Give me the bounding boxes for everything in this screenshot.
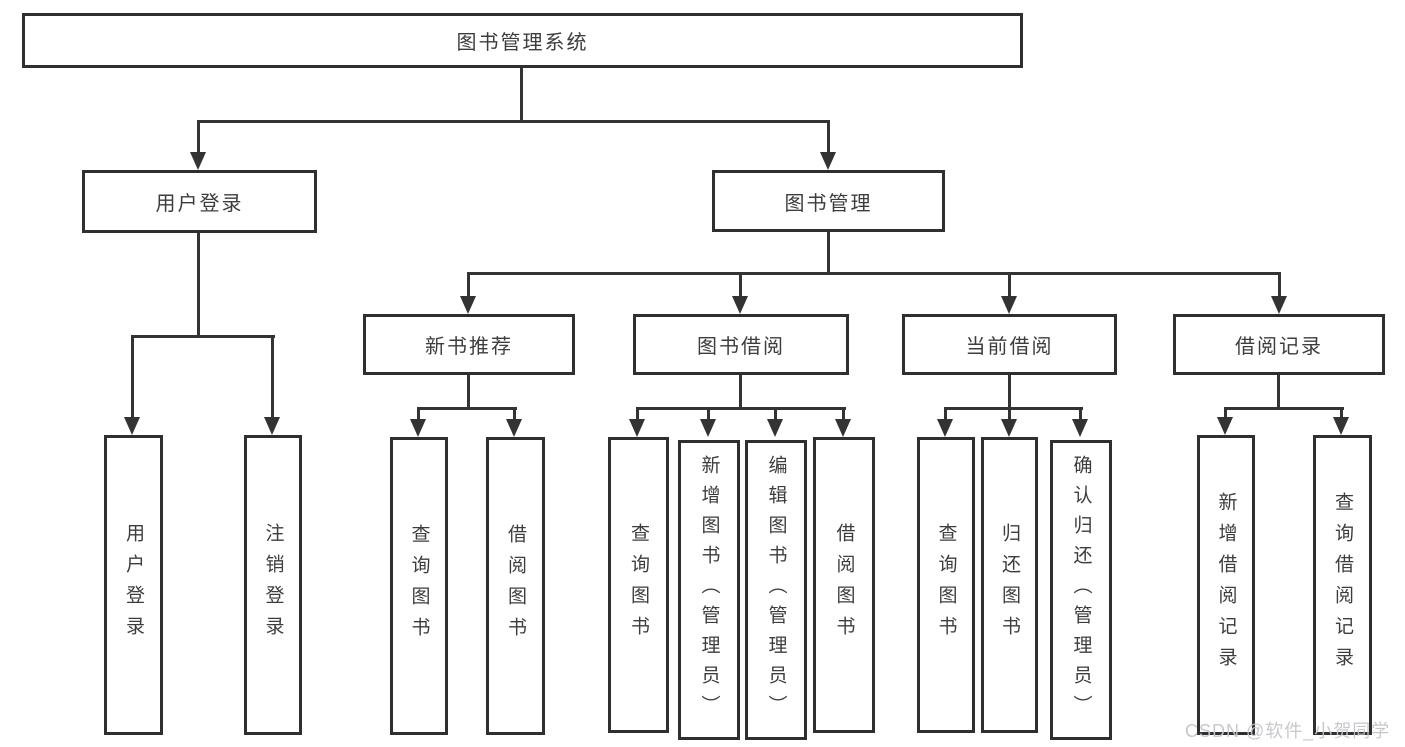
edge-line <box>467 272 470 298</box>
edge-line <box>636 407 639 421</box>
leaf-label: 查询借阅记录 <box>1332 492 1353 678</box>
edge-line <box>467 375 470 409</box>
arrowhead-down-icon <box>835 419 851 437</box>
arrowhead-down-icon <box>700 419 716 437</box>
edge-line <box>467 272 1281 275</box>
leaf-label: 查询图书 <box>935 523 957 647</box>
node-user-login: 用户登录 <box>82 170 317 233</box>
leaf-label: 注销登录 <box>262 523 284 647</box>
arrowhead-down-icon <box>506 419 522 437</box>
arrowhead-down-icon <box>124 417 140 435</box>
leaf-return-book: 归还图书 <box>981 437 1038 733</box>
edge-line <box>1079 407 1082 421</box>
leaf-label: 确认归还（管理员） <box>1070 455 1092 725</box>
arrowhead-down-icon <box>1217 417 1233 435</box>
leaf-label: 新增借阅记录 <box>1215 492 1237 678</box>
edge-line <box>1008 375 1011 409</box>
arrowhead-down-icon <box>1072 419 1088 437</box>
leaf-confirm-return-admin: 确认归还（管理员） <box>1050 440 1112 740</box>
leaf-label: 用户登录 <box>123 523 144 647</box>
leaf-query-book-2: 查询图书 <box>608 437 669 733</box>
edge-line <box>827 120 830 154</box>
leaf-logout: 注销登录 <box>244 435 302 735</box>
node-book-management: 图书管理 <box>712 170 945 232</box>
leaf-add-book-admin: 新增图书（管理员） <box>678 440 740 740</box>
edge-line <box>944 407 1083 410</box>
leaf-borrow-book-2: 借阅图书 <box>813 437 875 733</box>
arrowhead-down-icon <box>1001 419 1017 437</box>
arrowhead-down-icon <box>1333 417 1349 435</box>
leaf-label: 编辑图书（管理员） <box>765 455 787 725</box>
node-book-borrow: 图书借阅 <box>633 314 849 375</box>
arrowhead-down-icon <box>820 152 836 170</box>
leaf-label: 借阅图书 <box>505 524 526 648</box>
node-root-system: 图书管理系统 <box>22 13 1023 68</box>
edge-line <box>197 120 830 123</box>
edge-line <box>271 335 274 419</box>
edge-line <box>197 233 200 337</box>
edge-line <box>739 272 742 298</box>
arrowhead-down-icon <box>460 296 476 314</box>
leaf-label: 归还图书 <box>999 523 1020 647</box>
arrowhead-down-icon <box>410 419 426 437</box>
arrowhead-down-icon <box>1001 296 1017 314</box>
edge-line <box>739 375 742 409</box>
node-borrow-record: 借阅记录 <box>1173 314 1385 375</box>
leaf-label: 新增图书（管理员） <box>698 455 720 725</box>
arrowhead-down-icon <box>1271 296 1287 314</box>
arrowhead-down-icon <box>264 417 280 435</box>
edge-line <box>827 232 830 274</box>
arrowhead-down-icon <box>937 419 953 437</box>
leaf-label: 借阅图书 <box>833 523 855 647</box>
leaf-edit-book-admin: 编辑图书（管理员） <box>745 440 807 740</box>
leaf-borrow-book-1: 借阅图书 <box>486 437 545 735</box>
leaf-add-borrow-record: 新增借阅记录 <box>1197 435 1255 735</box>
leaf-query-borrow-record: 查询借阅记录 <box>1313 435 1372 735</box>
arrowhead-down-icon <box>732 296 748 314</box>
node-current-borrow: 当前借阅 <box>902 314 1117 375</box>
edge-line <box>842 407 845 421</box>
edge-line <box>131 335 134 419</box>
edge-line <box>636 407 846 410</box>
csdn-watermark: CSDN @软件_小贺同学 <box>1185 721 1391 741</box>
node-new-book-recommend: 新书推荐 <box>363 314 575 375</box>
edge-line <box>520 68 523 122</box>
edge-line <box>1224 407 1344 410</box>
leaf-query-book-1: 查询图书 <box>390 437 448 735</box>
edge-line <box>513 407 516 421</box>
edge-line <box>1278 272 1281 298</box>
edge-line <box>417 407 420 421</box>
edge-line <box>707 407 710 421</box>
edge-line <box>774 407 777 421</box>
leaf-label: 查询图书 <box>408 524 430 648</box>
arrowhead-down-icon <box>190 152 206 170</box>
edge-line <box>1008 407 1011 421</box>
arrowhead-down-icon <box>629 419 645 437</box>
edge-line <box>131 335 275 338</box>
edge-line <box>1340 407 1343 419</box>
leaf-user-login: 用户登录 <box>104 435 163 735</box>
edge-line <box>944 407 947 421</box>
edge-line <box>197 120 200 154</box>
edge-line <box>1008 272 1011 298</box>
edge-line <box>417 407 517 410</box>
leaf-label: 查询图书 <box>628 523 649 647</box>
arrowhead-down-icon <box>767 419 783 437</box>
edge-line <box>1277 375 1280 409</box>
leaf-query-book-3: 查询图书 <box>917 437 975 733</box>
edge-line <box>1224 407 1227 419</box>
